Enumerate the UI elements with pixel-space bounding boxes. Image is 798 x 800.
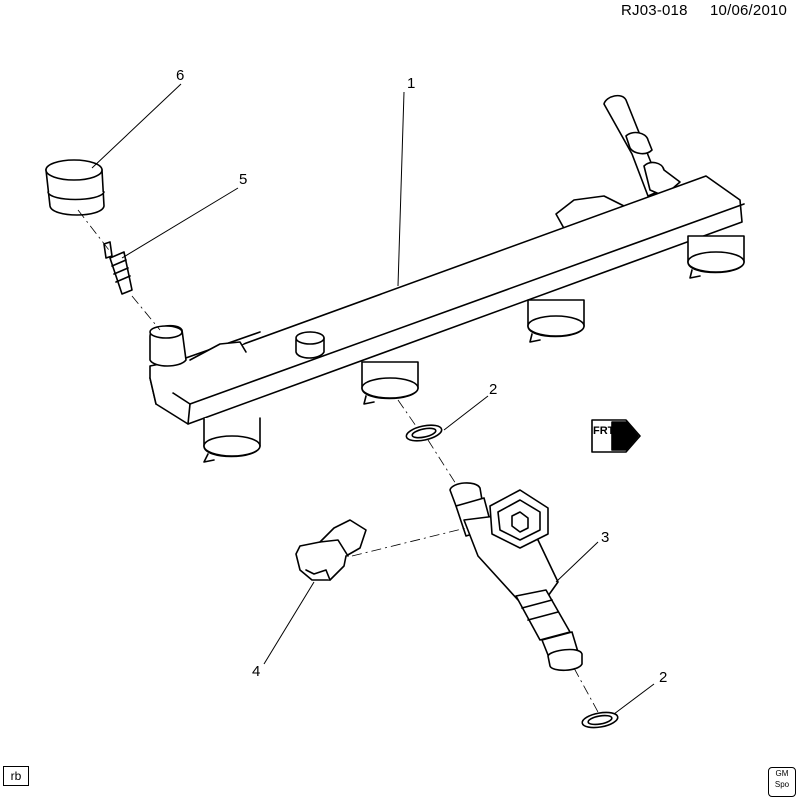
injector-cup — [203, 417, 261, 463]
injector-cup — [361, 361, 419, 405]
center-lines — [77, 209, 599, 713]
injector-cup — [687, 235, 745, 279]
fuel-rail — [149, 175, 745, 425]
fuel-inlet-pipe — [603, 94, 681, 197]
drawing-date: 10/06/2010 — [710, 2, 788, 19]
valve-core — [103, 241, 133, 295]
callout-1: 1 — [407, 75, 416, 92]
callout-3: 3 — [601, 529, 610, 546]
fuel-injector — [449, 482, 583, 672]
callout-2-lower: 2 — [659, 669, 668, 686]
pressure-port-cap — [45, 159, 105, 216]
callout-4: 4 — [252, 663, 261, 680]
gm-spo-logo: GM Spo — [768, 767, 796, 797]
front-direction-arrow — [591, 419, 641, 453]
callout-5: 5 — [239, 171, 248, 188]
injector-retainer-clip — [295, 519, 367, 581]
front-arrow-label: FRT — [593, 425, 615, 437]
corner-label-badge: rb — [3, 766, 29, 786]
leader-lines — [91, 83, 655, 715]
rail-end-fitting — [149, 324, 187, 367]
callout-6: 6 — [176, 67, 185, 84]
callout-2-upper: 2 — [489, 381, 498, 398]
rail-stud — [295, 331, 325, 359]
drawing-id: RJ03-018 — [621, 2, 688, 19]
injector-cup — [527, 299, 585, 343]
